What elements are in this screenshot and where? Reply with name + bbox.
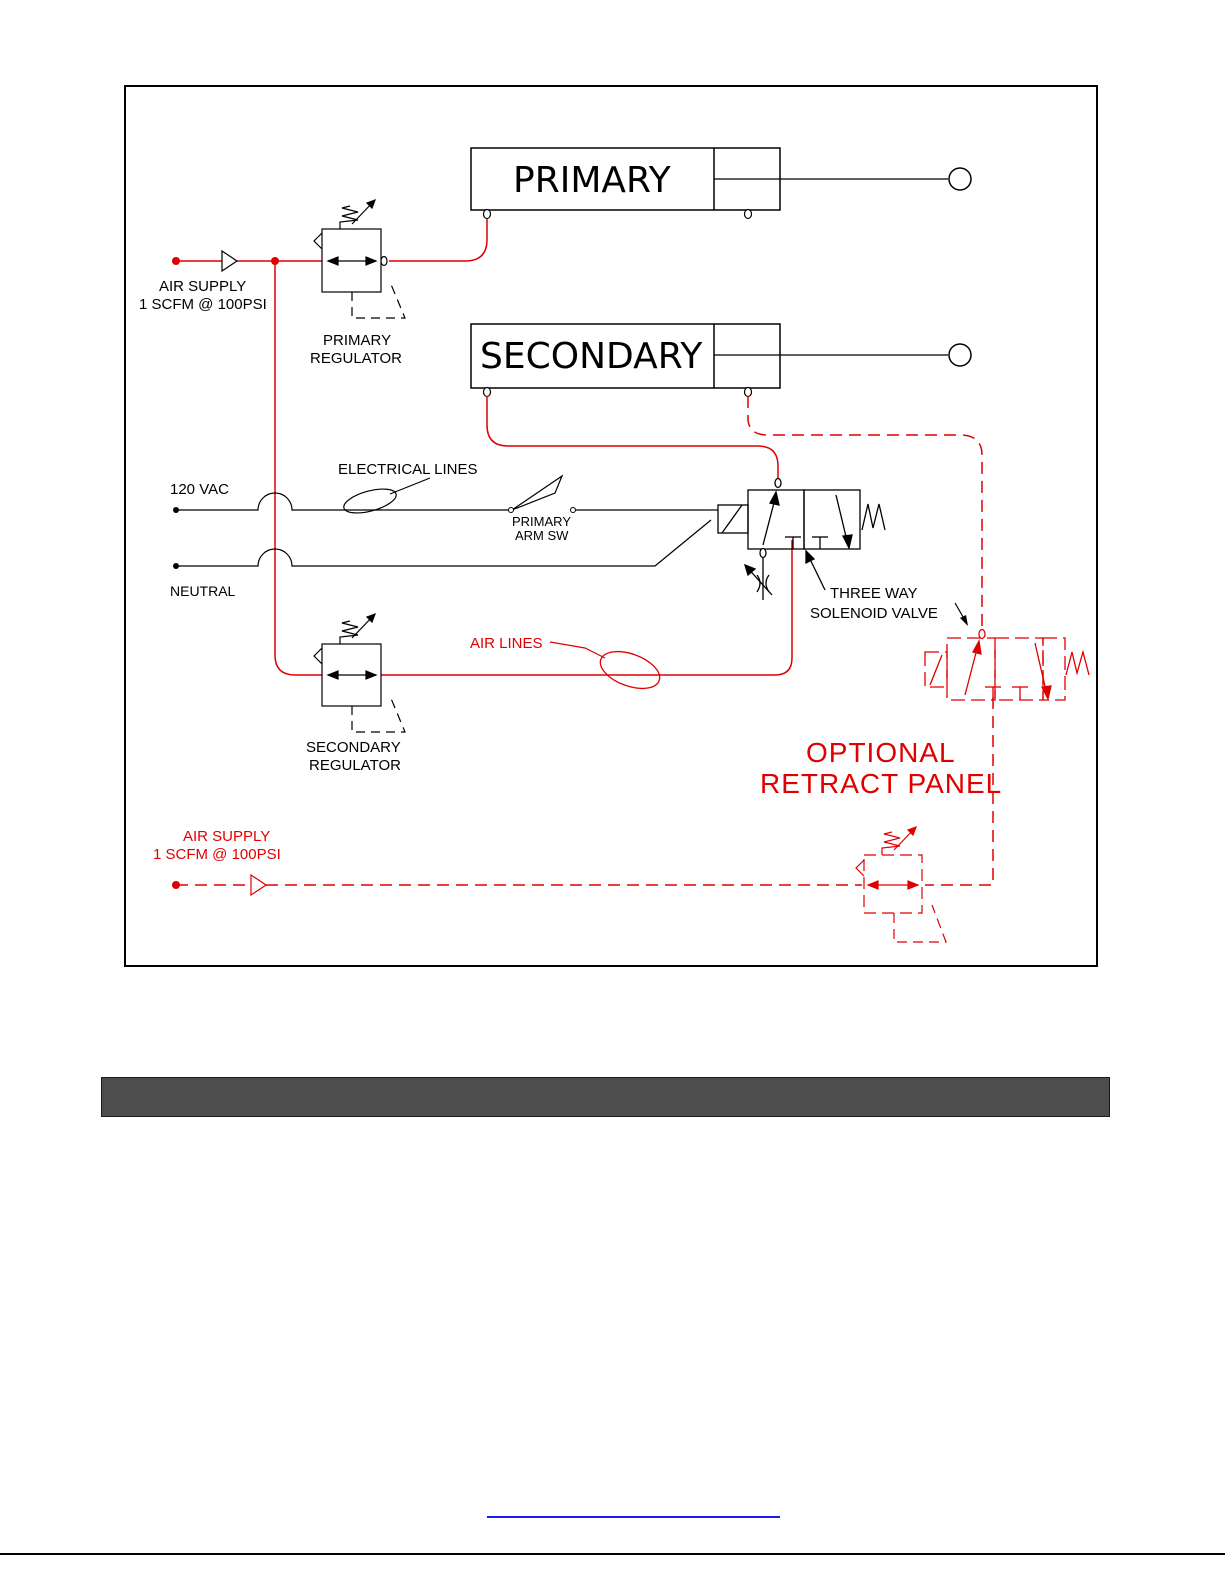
arm-switch-label-2: ARM SW	[515, 528, 569, 543]
primary-regulator	[314, 200, 405, 318]
optional-supply-point	[172, 881, 180, 889]
supply-check-arrow	[222, 251, 237, 271]
optional-retract-lines	[176, 396, 993, 885]
switch-contact-b	[571, 508, 576, 513]
diagram-border	[125, 86, 1097, 966]
primary-regulator-label-2: REGULATOR	[310, 350, 402, 367]
solenoid-valve	[718, 479, 885, 601]
neutral-label: NEUTRAL	[170, 583, 236, 599]
optional-air-supply-label-2: 1 SCFM @ 100PSI	[153, 846, 281, 863]
solenoid-label-1: THREE WAY	[830, 585, 918, 602]
primary-cylinder: PRIMARY	[471, 148, 971, 219]
solenoid-pointer-head	[960, 615, 968, 626]
secondary-regulator	[314, 614, 405, 732]
air-lines-leader	[550, 642, 605, 658]
primary-regulator-label-1: PRIMARY	[323, 332, 391, 349]
electrical-lines	[176, 476, 718, 566]
vac-label: 120 VAC	[170, 481, 229, 498]
secondary-cylinder: SECONDARY	[471, 324, 971, 397]
arm-switch-label-1: PRIMARY	[512, 514, 571, 529]
air-supply-label-1: AIR SUPPLY	[159, 278, 246, 295]
main-air-lines	[176, 219, 792, 675]
air-lines-label: AIR LINES	[470, 635, 543, 652]
optional-air-supply-label-1: AIR SUPPLY	[183, 828, 270, 845]
page-bottom-rule	[0, 1553, 1225, 1555]
air-supply-label-2: 1 SCFM @ 100PSI	[139, 296, 267, 313]
section-header-bar	[101, 1077, 1110, 1117]
footer-link-underline[interactable]	[487, 1516, 780, 1518]
solenoid-label-2: SOLENOID VALVE	[810, 605, 938, 622]
air-lines-loop	[595, 644, 664, 695]
primary-cylinder-label: PRIMARY	[513, 160, 672, 201]
optional-supply-arrow	[251, 875, 266, 895]
vac-terminal	[173, 507, 179, 513]
neutral-terminal	[173, 563, 179, 569]
secondary-regulator-label-1: SECONDARY	[306, 739, 401, 756]
optional-panel-label-1: OPTIONAL	[806, 737, 956, 768]
secondary-cylinder-label: SECONDARY	[480, 336, 703, 377]
branch-junction	[271, 257, 279, 265]
electrical-lines-label: ELECTRICAL LINES	[338, 461, 478, 478]
pneumatic-schematic: PRIMARY SECONDARY	[0, 0, 1225, 1000]
switch-contact-a	[509, 508, 514, 513]
supply-point	[172, 257, 180, 265]
secondary-regulator-label-2: REGULATOR	[309, 757, 401, 774]
optional-panel-label-2: RETRACT PANEL	[760, 768, 1002, 799]
